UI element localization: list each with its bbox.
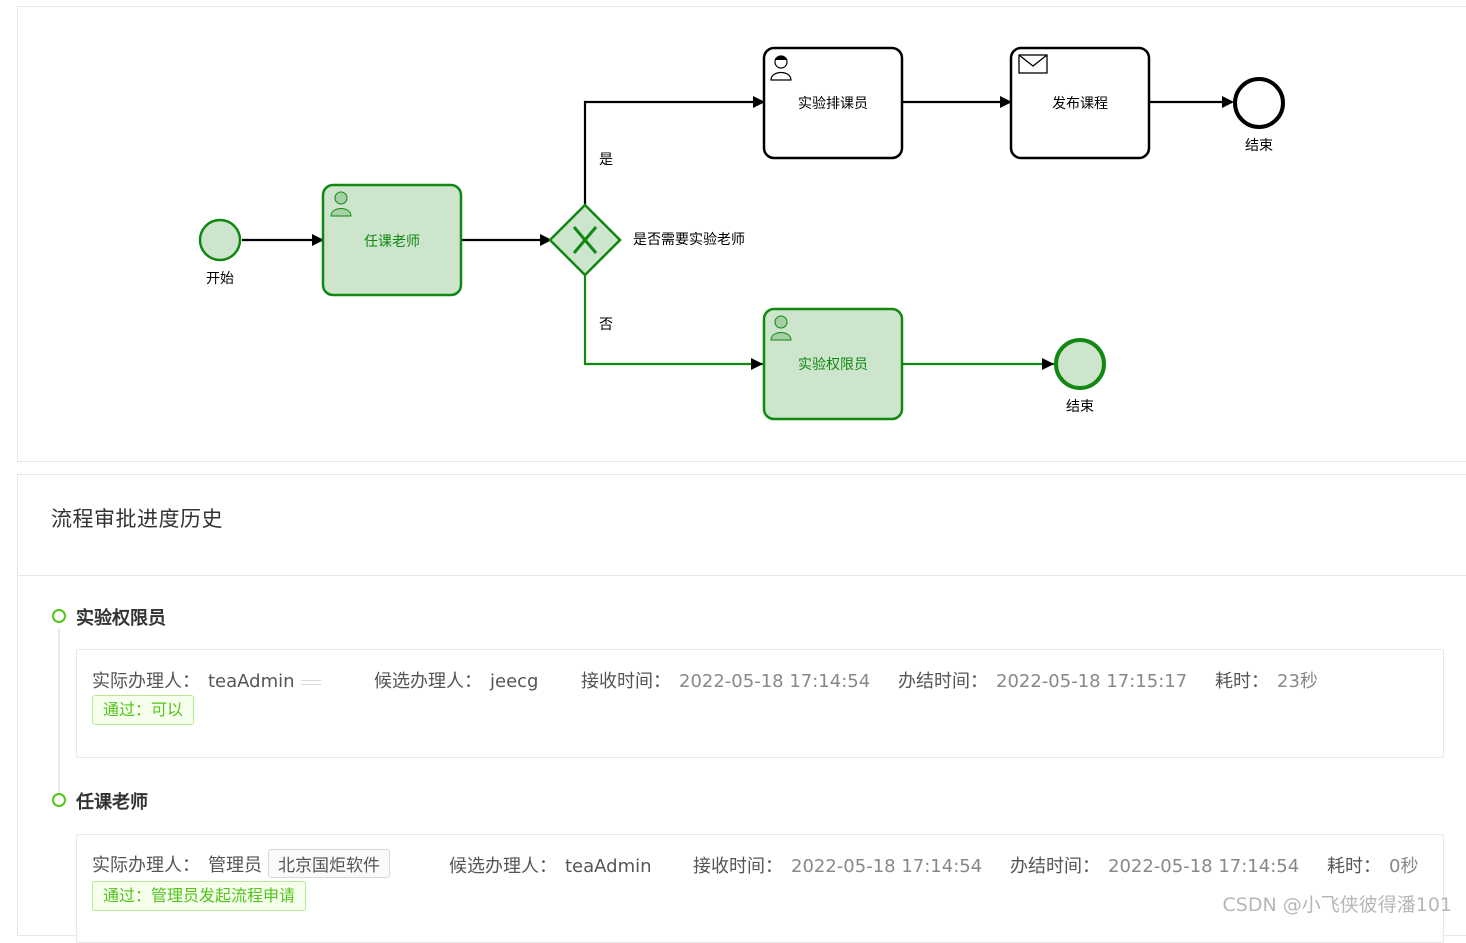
- start-event[interactable]: [198, 218, 242, 262]
- candidate-handler: 候选办理人：jeecg: [374, 671, 539, 692]
- task-lab-admin[interactable]: [762, 307, 904, 421]
- receive-time-value: 2022-05-18 17:14:54: [791, 856, 983, 877]
- flow-labadmin-to-end-arrow: [1042, 358, 1054, 370]
- task-teacher[interactable]: [321, 183, 463, 297]
- flow-gateway-no-arrow: [751, 358, 763, 370]
- envelope-icon: [1018, 54, 1048, 74]
- task-scheduler[interactable]: [762, 46, 904, 160]
- approval-result-tag: 通过：管理员发起流程申请: [92, 881, 307, 911]
- end-event-top[interactable]: [1233, 77, 1285, 129]
- watermark: CSDN @小飞侠彼得潘101: [1222, 894, 1452, 916]
- history-divider: [18, 575, 1466, 576]
- duration: 耗时：23秒: [1215, 671, 1318, 692]
- gateway-x-icon: [572, 226, 598, 254]
- flow-gateway-yes: [583, 96, 765, 205]
- flow-gateway-no: [583, 275, 763, 366]
- duration: 耗时：0秒: [1327, 856, 1419, 877]
- approval-history-panel: 流程审批进度历史 实验权限员 实际办理人：teaAdmin 候选办理人：jeec…: [17, 474, 1466, 943]
- candidate-handler-value: jeecg: [490, 671, 539, 692]
- task-lab-admin-label: 实验权限员: [798, 357, 868, 373]
- candidate-handler: 候选办理人：teaAdmin: [449, 856, 652, 877]
- finish-time: 办结时间：2022-05-18 17:14:54: [1010, 856, 1300, 877]
- timeline-dot: [52, 793, 66, 807]
- end-event-bottom[interactable]: [1054, 338, 1106, 390]
- timeline-node-title: 任课老师: [76, 792, 148, 813]
- receive-time: 接收时间：2022-05-18 17:14:54: [581, 671, 871, 692]
- exclusive-gateway[interactable]: [548, 203, 622, 277]
- timeline-dot: [52, 609, 66, 623]
- task-scheduler-label: 实验排课员: [798, 96, 868, 112]
- finish-time: 办结时间：2022-05-18 17:15:17: [898, 671, 1188, 692]
- timeline-line: [58, 629, 60, 801]
- approval-result-tag: 通过：可以: [92, 695, 195, 725]
- actual-handler: 实际办理人：teaAdmin: [92, 667, 321, 693]
- task-publish[interactable]: [1009, 46, 1151, 160]
- branch-no-label: 否: [599, 317, 613, 333]
- actual-handler-value: 管理员: [208, 855, 262, 876]
- timeline-node-title: 实验权限员: [76, 608, 166, 629]
- history-title: 流程审批进度历史: [51, 507, 223, 531]
- dept-tag: 北京国炬软件: [268, 849, 390, 878]
- sequence-flows: [242, 96, 1234, 370]
- branch-yes-label: 是: [599, 152, 613, 168]
- duration-value: 0秒: [1389, 856, 1419, 877]
- task-publish-label: 发布课程: [1052, 96, 1108, 112]
- user-task-icon: [770, 315, 792, 341]
- timeline-node-card: 实际办理人：teaAdmin 候选办理人：jeecg 接收时间：2022-05-…: [76, 649, 1444, 758]
- process-diagram-panel: 开始 任课老师 是否需要实验老师 是 否: [17, 6, 1466, 462]
- finish-time-value: 2022-05-18 17:15:17: [996, 671, 1188, 692]
- user-task-icon: [770, 55, 792, 81]
- timeline-node-card: 实际办理人：管理员北京国炬软件 候选办理人：teaAdmin 接收时间：2022…: [76, 834, 1444, 943]
- dept-tag-empty: [300, 679, 321, 685]
- actual-handler-value: teaAdmin: [208, 671, 295, 692]
- duration-value: 23秒: [1277, 671, 1318, 692]
- actual-handler: 实际办理人：管理员北京国炬软件: [92, 849, 390, 878]
- task-teacher-label: 任课老师: [364, 234, 420, 250]
- candidate-handler-value: teaAdmin: [565, 856, 652, 877]
- finish-time-value: 2022-05-18 17:14:54: [1108, 856, 1300, 877]
- receive-time: 接收时间：2022-05-18 17:14:54: [693, 856, 983, 877]
- process-diagram: 开始 任课老师 是否需要实验老师 是 否: [198, 46, 1285, 421]
- end-event-bottom-label: 结束: [1066, 399, 1094, 415]
- start-event-label: 开始: [206, 271, 234, 287]
- user-task-icon: [330, 191, 352, 217]
- receive-time-value: 2022-05-18 17:14:54: [679, 671, 871, 692]
- end-event-top-label: 结束: [1245, 138, 1273, 154]
- gateway-label: 是否需要实验老师: [633, 232, 745, 248]
